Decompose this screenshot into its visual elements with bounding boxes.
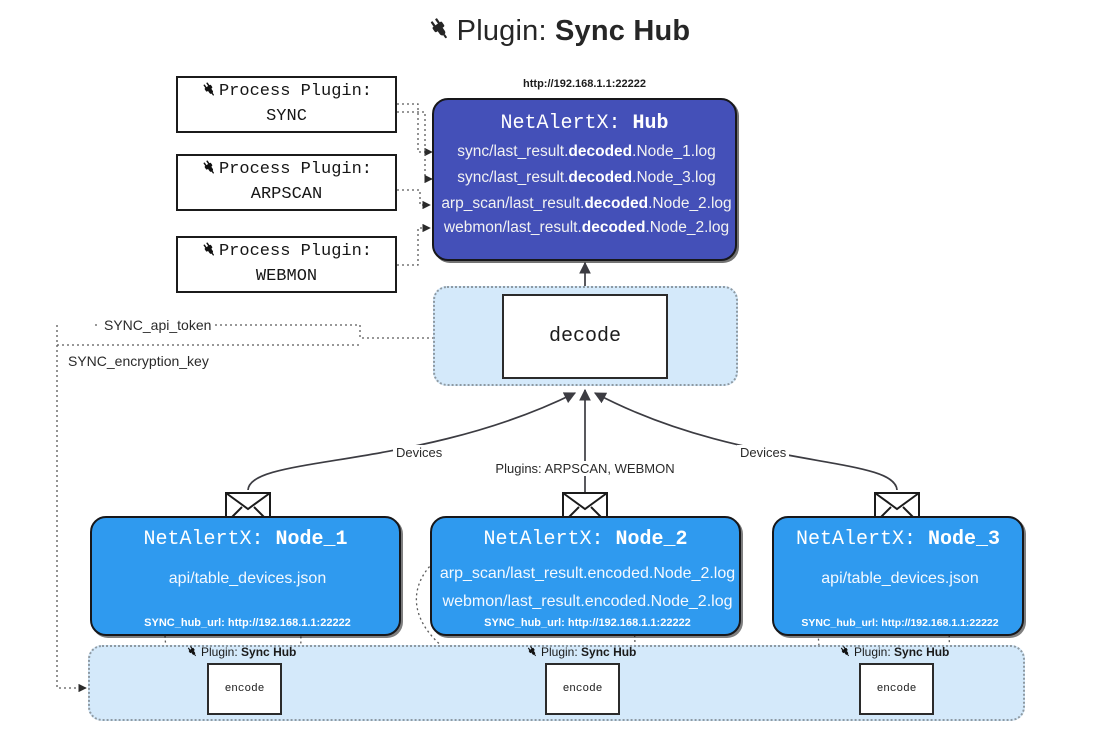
encoder-caption-1: Plugin: Sync Hub	[186, 645, 296, 659]
node-title: NetAlertX: Node_1	[92, 528, 399, 551]
hub-url-label: http://192.168.1.1:22222	[523, 78, 646, 90]
sync-encryption-key-label: SYNC_encryption_key	[64, 353, 213, 369]
process-plugin-name: ARPSCAN	[250, 184, 323, 204]
node-title: NetAlertX: Node_3	[774, 528, 1022, 551]
encoder-caption-prefix: Plugin:	[541, 645, 578, 659]
node-title-prefix: NetAlertX:	[143, 528, 264, 551]
process-plugin-webmon-line1: Process Plugin:	[201, 240, 372, 265]
process-plugin-label: Process Plugin:	[218, 241, 373, 261]
node-title-name: Node_3	[928, 528, 1001, 551]
node-title-name: Node_2	[615, 528, 688, 551]
encoder-caption-3: Plugin: Sync Hub	[839, 645, 949, 659]
page-title: Plugin: Sync Hub	[0, 14, 1117, 48]
process-plugin-box-arpscan[interactable]: Process Plugin: ARPSCAN	[176, 154, 397, 211]
title-prefix: Plugin:	[456, 15, 547, 47]
plugins-center-label: Plugins: ARPSCAN, WEBMON	[466, 461, 704, 476]
hub-log-line: sync/last_result.decoded.Node_1.log	[457, 143, 716, 160]
electric-plug-icon	[203, 82, 214, 96]
electric-plug-icon	[840, 646, 849, 657]
encoder-caption-name: Sync Hub	[894, 645, 950, 659]
process-plugin-box-sync[interactable]: Process Plugin: SYNC	[176, 76, 397, 133]
node-hub-url-label: SYNC_hub_url: http://192.168.1.1:22222	[801, 617, 999, 629]
electric-plug-icon	[527, 646, 536, 657]
title-main: Sync Hub	[555, 15, 691, 47]
hub-log-line: sync/last_result.decoded.Node_3.log	[457, 169, 716, 186]
hub-title-prefix: NetAlertX:	[500, 112, 621, 135]
process-plugin-sync-line1: Process Plugin:	[201, 80, 372, 105]
hub-title: NetAlertX: Hub	[434, 112, 735, 135]
node-hub-url-label: SYNC_hub_url: http://192.168.1.1:22222	[484, 617, 691, 629]
electric-plug-icon	[430, 18, 447, 39]
node-line: webmon/last_result.encoded.Node_2.log	[442, 593, 733, 610]
node-line: api/table_devices.json	[168, 570, 327, 587]
process-plugin-box-webmon[interactable]: Process Plugin: WEBMON	[176, 236, 397, 293]
node-box-node-2[interactable]: NetAlertX: Node_2 arp_scan/last_result.e…	[430, 516, 741, 636]
process-plugin-arpscan-line1: Process Plugin:	[201, 158, 372, 183]
hub-log-line: arp_scan/last_result.decoded.Node_2.log	[441, 195, 732, 212]
hub-node[interactable]: NetAlertX: Hub sync/last_result.decoded.…	[432, 98, 737, 261]
devices-left-label: Devices	[393, 445, 446, 460]
encode-box-2[interactable]: encode	[545, 663, 620, 715]
encoder-caption-prefix: Plugin:	[201, 645, 238, 659]
node-title-name: Node_1	[275, 528, 348, 551]
node-box-node-1[interactable]: NetAlertX: Node_1 api/table_devices.json…	[90, 516, 401, 636]
electric-plug-icon	[203, 242, 214, 256]
hub-title-name: Hub	[632, 112, 669, 135]
node-title-prefix: NetAlertX:	[483, 528, 604, 551]
encoder-caption-name: Sync Hub	[241, 645, 297, 659]
electric-plug-icon	[187, 646, 196, 657]
node-line: arp_scan/last_result.encoded.Node_2.log	[439, 565, 736, 582]
encoder-caption-2: Plugin: Sync Hub	[526, 645, 636, 659]
hub-log-line: webmon/last_result.decoded.Node_2.log	[443, 219, 730, 236]
node-box-node-3[interactable]: NetAlertX: Node_3 api/table_devices.json…	[772, 516, 1024, 636]
decode-box[interactable]: decode	[502, 294, 668, 379]
node-hub-url-label: SYNC_hub_url: http://192.168.1.1:22222	[144, 617, 351, 629]
node-title-prefix: NetAlertX:	[795, 528, 916, 551]
process-plugin-label: Process Plugin:	[218, 159, 373, 179]
devices-right-label: Devices	[737, 445, 790, 460]
process-plugin-name: SYNC	[266, 106, 307, 126]
sync-api-token-label: SYNC_api_token	[100, 317, 216, 333]
electric-plug-icon	[203, 160, 214, 174]
encoder-caption-prefix: Plugin:	[854, 645, 891, 659]
process-plugin-label: Process Plugin:	[218, 81, 373, 101]
process-plugin-name: WEBMON	[255, 266, 318, 286]
node-line: api/table_devices.json	[821, 570, 979, 587]
encode-box-1[interactable]: encode	[207, 663, 282, 715]
encode-box-3[interactable]: encode	[859, 663, 934, 715]
node-title: NetAlertX: Node_2	[432, 528, 739, 551]
encoder-caption-name: Sync Hub	[581, 645, 637, 659]
